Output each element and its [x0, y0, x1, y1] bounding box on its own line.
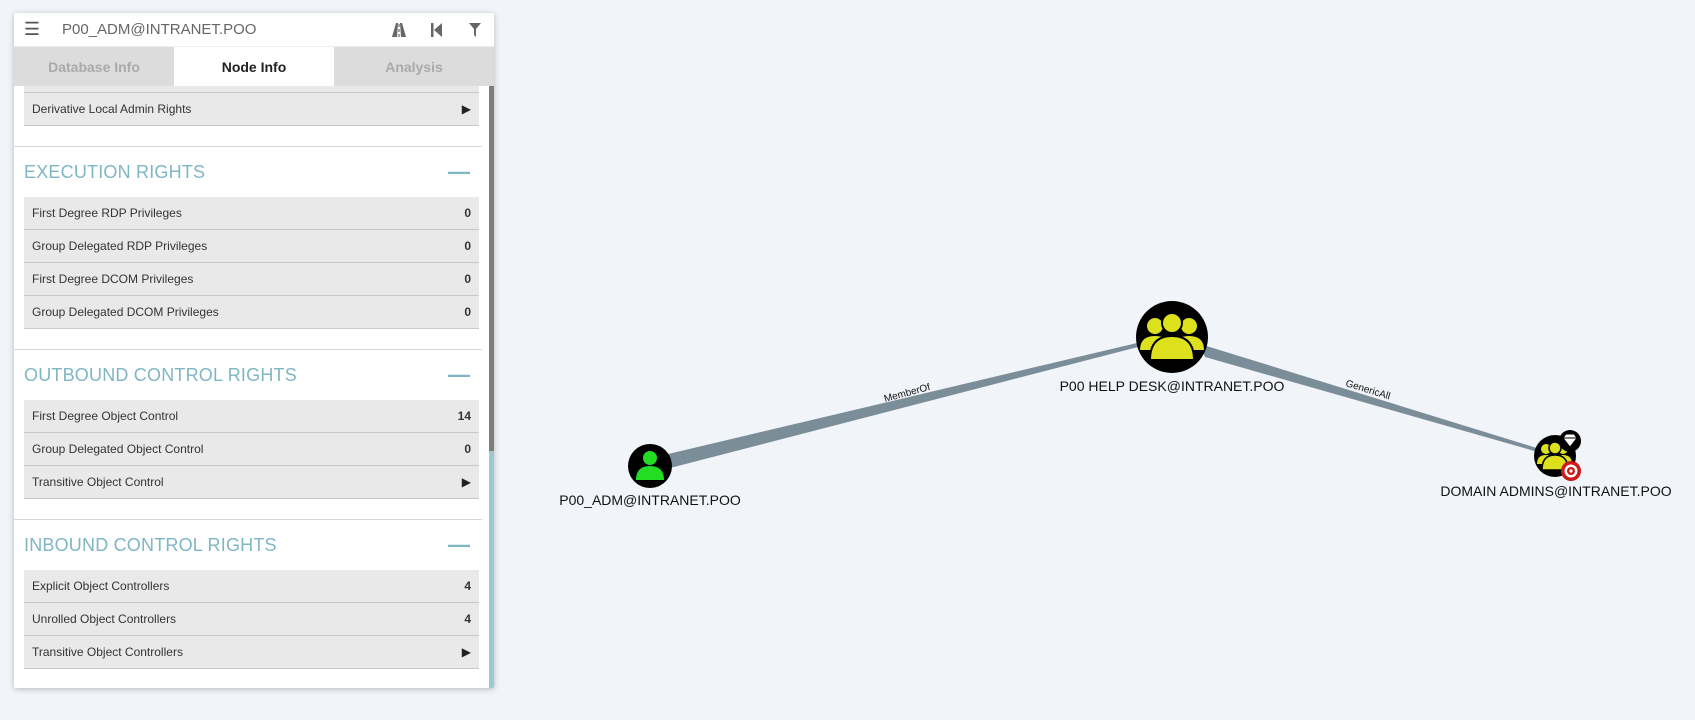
- list-item[interactable]: Explicit Object Controllers 4: [24, 570, 479, 603]
- row-count: 0: [464, 272, 471, 286]
- list-item[interactable]: Unrolled Object Controllers 4: [24, 603, 479, 636]
- node-label: P00_ADM@INTRANET.POO: [559, 492, 741, 508]
- section-title: OUTBOUND CONTROL RIGHTS: [24, 364, 297, 385]
- node-info-content: Derivative Local Admin Rights ▶ EXECUTIO…: [14, 86, 482, 688]
- row-count: 4: [464, 579, 471, 593]
- tab-analysis[interactable]: Analysis: [385, 58, 443, 75]
- hamburger-menu-icon[interactable]: ☰: [23, 19, 41, 39]
- collapse-icon[interactable]: —: [448, 159, 470, 184]
- row-count: 0: [464, 305, 471, 319]
- node-label: P00 HELP DESK@INTRANET.POO: [1060, 378, 1285, 394]
- scrollbar[interactable]: [489, 86, 494, 688]
- collapse-icon[interactable]: —: [448, 532, 470, 557]
- list-item[interactable]: Group Delegated Object Control 0: [24, 433, 479, 466]
- list-item[interactable]: First Degree DCOM Privileges 0: [24, 263, 479, 296]
- panel-tabs: Database Info Node Info Analysis: [14, 47, 494, 86]
- row-count: 0: [464, 239, 471, 253]
- row-count: 4: [464, 612, 471, 626]
- section-header-execution-rights[interactable]: EXECUTION RIGHTS —: [14, 147, 482, 197]
- list-item[interactable]: Transitive Object Controllers ▶: [24, 636, 479, 669]
- section-header-inbound-control-rights[interactable]: INBOUND CONTROL RIGHTS —: [14, 520, 482, 570]
- row-label: Group Delegated RDP Privileges: [32, 239, 208, 253]
- tab-database-info[interactable]: Database Info: [48, 58, 140, 75]
- node-group-help-desk[interactable]: P00 HELP DESK@INTRANET.POO: [1060, 301, 1285, 394]
- row-label: Transitive Object Control: [32, 475, 164, 489]
- row-label: Explicit Object Controllers: [32, 579, 170, 593]
- edge-memberof[interactable]: MemberOf: [664, 343, 1138, 468]
- edge-genericall[interactable]: GenericAll: [1200, 344, 1540, 452]
- list-item[interactable]: Group Delegated RDP Privileges 0: [24, 230, 479, 263]
- node-info-panel: ☰ Database Info Node Info Analysis Deriv…: [14, 13, 494, 688]
- user-icon: [636, 451, 664, 480]
- node-group-domain-admins[interactable]: DOMAIN ADMINS@INTRANET.POO: [1440, 430, 1672, 499]
- group-icon: [1140, 312, 1204, 361]
- search-bar: ☰: [14, 13, 494, 47]
- list-item[interactable]: Transitive Object Control ▶: [24, 466, 479, 499]
- row-label: First Degree DCOM Privileges: [32, 272, 194, 286]
- row-label: Transitive Object Controllers: [32, 645, 183, 659]
- road-icon[interactable]: [380, 22, 418, 37]
- row-count: 0: [464, 442, 471, 456]
- row-label: First Degree Object Control: [32, 409, 179, 423]
- node-label: DOMAIN ADMINS@INTRANET.POO: [1440, 483, 1671, 499]
- row-count: 14: [457, 409, 471, 423]
- target-icon: [1561, 461, 1581, 481]
- section-divider: [14, 519, 482, 520]
- row-label: First Degree RDP Privileges: [32, 206, 182, 220]
- row-count: 0: [464, 206, 471, 220]
- step-backward-icon[interactable]: [418, 22, 456, 37]
- list-item[interactable]: First Degree Object Control 14: [24, 400, 479, 433]
- diamond-icon: [1559, 430, 1581, 452]
- section-divider: [14, 349, 482, 350]
- list-item[interactable]: [24, 86, 479, 93]
- row-label: Group Delegated Object Control: [32, 442, 204, 456]
- row-label: Group Delegated DCOM Privileges: [32, 305, 219, 319]
- section-title: INBOUND CONTROL RIGHTS: [24, 534, 277, 555]
- node-user-p00-adm[interactable]: P00_ADM@INTRANET.POO: [559, 444, 741, 508]
- expand-arrow-icon: ▶: [461, 475, 471, 489]
- search-input[interactable]: [50, 21, 380, 38]
- collapse-icon[interactable]: —: [448, 362, 470, 387]
- list-item[interactable]: Group Delegated DCOM Privileges 0: [24, 296, 479, 329]
- row-label: Derivative Local Admin Rights: [32, 102, 192, 116]
- row-label: Unrolled Object Controllers: [32, 612, 177, 626]
- scrollbar-thumb[interactable]: [489, 86, 494, 451]
- expand-arrow-icon: ▶: [461, 102, 471, 116]
- tab-node-info[interactable]: Node Info: [174, 47, 334, 86]
- section-header-outbound-control-rights[interactable]: OUTBOUND CONTROL RIGHTS —: [14, 350, 482, 400]
- list-item[interactable]: First Degree RDP Privileges 0: [24, 197, 479, 230]
- expand-arrow-icon: ▶: [461, 645, 471, 659]
- section-divider: [14, 146, 482, 147]
- section-title: EXECUTION RIGHTS: [24, 161, 206, 182]
- list-item-derivative-local-admin[interactable]: Derivative Local Admin Rights ▶: [24, 93, 479, 126]
- filter-icon[interactable]: [456, 22, 494, 37]
